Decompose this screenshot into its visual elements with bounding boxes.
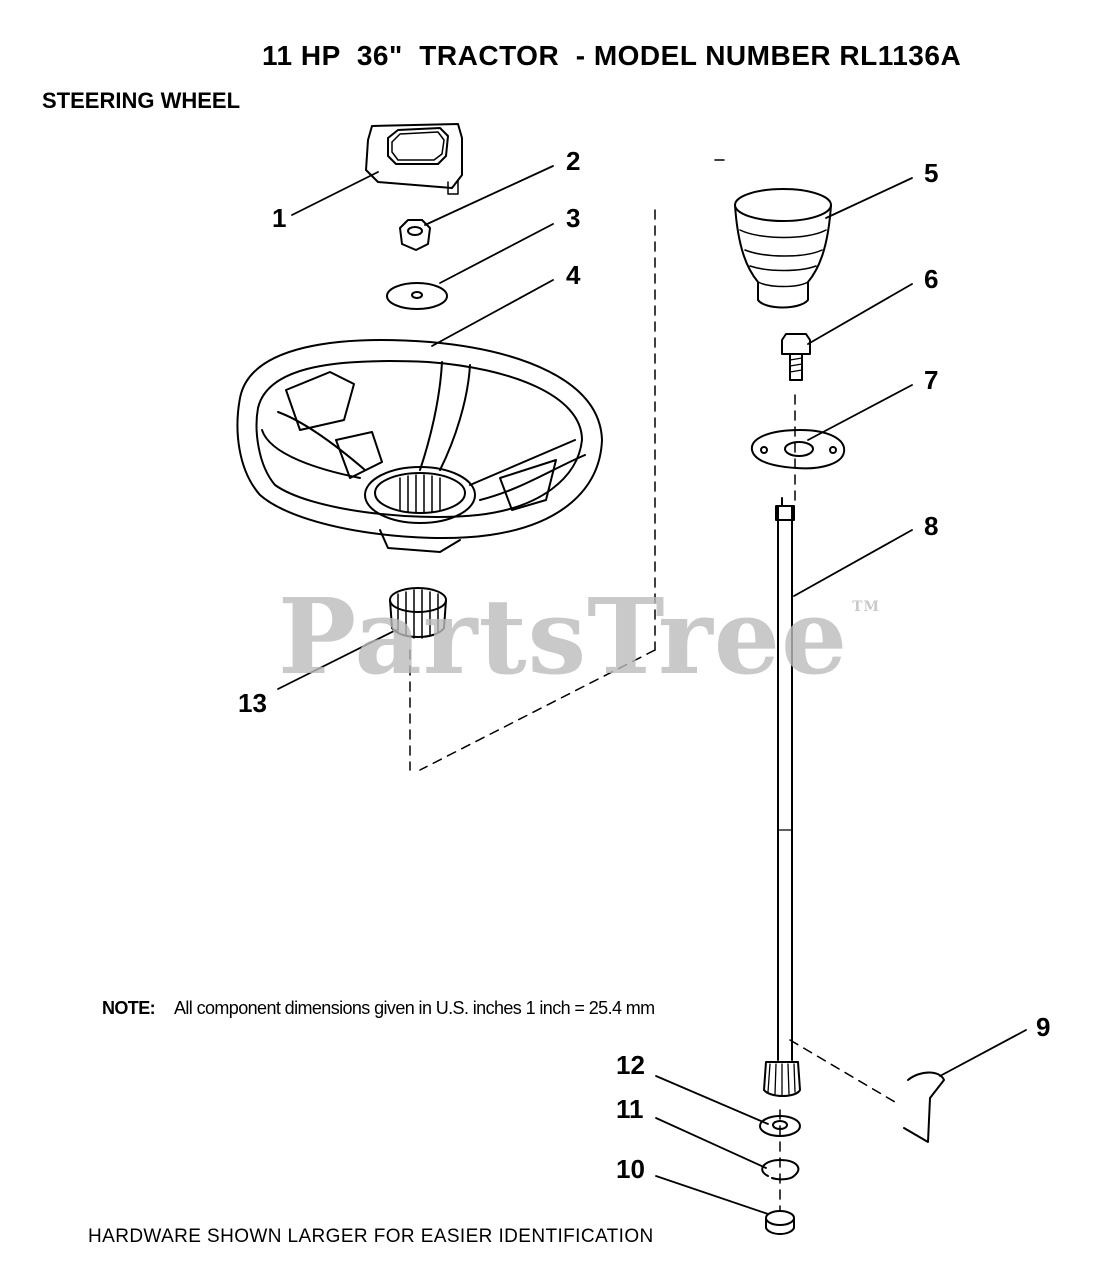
- steering-boot: [734, 188, 832, 309]
- callout-4: 4: [566, 260, 581, 290]
- callout-1: 1: [272, 203, 287, 233]
- callout-7: 7: [924, 365, 939, 395]
- key: [903, 1071, 945, 1143]
- note-label: NOTE:: [102, 998, 156, 1018]
- hex-nut: [399, 219, 431, 251]
- callout-5: 5: [924, 158, 939, 188]
- snap-ring: [761, 1159, 800, 1181]
- bolt: [781, 333, 811, 381]
- callout-10: 10: [616, 1154, 645, 1184]
- cap-nut: [765, 1210, 795, 1235]
- washer: [386, 282, 448, 310]
- dimension-note: NOTE: All component dimensions given in …: [102, 998, 672, 1019]
- hardware-note: HARDWARE SHOWN LARGER FOR EASIER IDENTIF…: [88, 1226, 654, 1247]
- callout-2: 2: [566, 146, 581, 176]
- steering-wheel: [236, 339, 603, 553]
- callout-12: 12: [616, 1050, 645, 1080]
- watermark-text: PartsTree: [278, 575, 849, 698]
- trademark-mark: TM: [852, 599, 881, 615]
- note-text: All component dimensions given in U.S. i…: [174, 998, 655, 1018]
- callout-3: 3: [566, 203, 581, 233]
- callout-8: 8: [924, 511, 939, 541]
- shaft-washer: [759, 1115, 801, 1137]
- callout-6: 6: [924, 264, 939, 294]
- callout-9: 9: [1036, 1012, 1051, 1042]
- callout-13: 13: [238, 688, 267, 718]
- page-title: 11 HP 36" TRACTOR - MODEL NUMBER RL1136A: [262, 40, 962, 71]
- section-title: STEERING WHEEL: [42, 88, 241, 113]
- splined-bushing: [389, 587, 447, 639]
- steering-wheel-cap: [365, 123, 463, 195]
- callout-11: 11: [616, 1094, 644, 1124]
- steering-shaft: [763, 497, 801, 1097]
- leader-lines: [277, 165, 1027, 1215]
- flange-bearing: [750, 429, 846, 470]
